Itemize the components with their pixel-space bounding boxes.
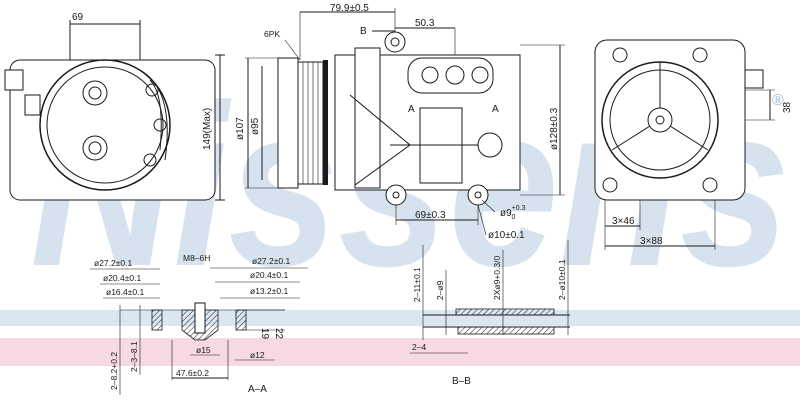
- section-a-right-marker: A: [492, 104, 499, 115]
- registered-mark: ®: [772, 92, 784, 109]
- section-b-marker: B: [360, 26, 367, 37]
- section-a-left-marker: A: [408, 104, 415, 115]
- front-height-dim: 149(Max): [202, 108, 213, 150]
- hole-dia-dim: ø9+0.3 0: [500, 205, 526, 221]
- aa-vert-dim-2: 2–3–8.1: [129, 341, 139, 372]
- rear-offset-dim: 38: [782, 101, 793, 113]
- aa-center-distance: 47.6±0.2: [176, 368, 209, 378]
- aa-right-dim-2: ø20.4±0.1: [250, 270, 288, 280]
- hole-tol-upper: +0.3: [512, 205, 526, 212]
- aa-bore-12: ø12: [250, 350, 265, 360]
- port-spacing-dim: 50.3: [415, 18, 435, 29]
- bb-dim-1: 2–11±0.1: [412, 267, 422, 302]
- aa-depth-small: 19: [259, 328, 270, 340]
- aa-bore-15: ø15: [196, 345, 211, 355]
- rear-view: 38 3×46 3×88: [594, 39, 793, 250]
- aa-vert-dim-1: 2–8.2+0.2: [109, 352, 119, 390]
- front-view: 69 149(Max): [4, 12, 225, 201]
- rear-mount-small-dim: 3×46: [612, 216, 635, 227]
- aa-left-dim-3: ø16.4±0.1: [106, 287, 144, 297]
- thread-label: M8–6H: [183, 253, 210, 263]
- side-view: 6PK 79.9±0.5 B 50.3 ø107 ø95 A A: [235, 3, 565, 241]
- boss-dia-dim: ø10±0.1: [488, 230, 525, 241]
- section-bb: 2–11±0.1 2–ø9 2Xø9+0.3/0 2–ø10±0.1 2–4 B…: [410, 240, 570, 387]
- pulley-inner-dim: ø95: [250, 117, 261, 135]
- mount-spacing-dim: 69±0.3: [415, 210, 446, 221]
- length-dim: 79.9±0.5: [330, 3, 369, 14]
- bb-dim-2: 2–ø9: [435, 280, 445, 300]
- bb-dim-5: 2–4: [412, 342, 426, 352]
- aa-left-dim-1: ø27.2±0.1: [94, 258, 132, 268]
- hole-dia-value: ø9: [500, 208, 512, 219]
- bb-dim-4: 2–ø10±0.1: [557, 259, 567, 300]
- aa-depth-large: 22: [273, 328, 284, 340]
- aa-left-dim-2: ø20.4±0.1: [103, 273, 141, 283]
- body-dia-dim: ø128±0.3: [549, 107, 560, 150]
- section-aa-title: A–A: [248, 384, 267, 395]
- bb-dim-3: 2Xø9+0.3/0: [492, 256, 502, 300]
- pulley-outer-dim: ø107: [235, 117, 246, 140]
- hole-tol-lower: 0: [512, 214, 516, 221]
- aa-right-dim-1: ø27.2±0.1: [252, 256, 290, 266]
- aa-right-dim-3: ø13.2±0.1: [250, 286, 288, 296]
- front-width-dim: 69: [72, 12, 84, 23]
- section-bb-title: B–B: [452, 376, 471, 387]
- belt-label: 6PK: [264, 29, 280, 39]
- rear-mount-large-dim: 3×88: [640, 236, 663, 247]
- section-aa: M8–6H ø27.2±0.1 ø20.4±0.1 ø16.4±0.1 ø27.…: [90, 253, 308, 395]
